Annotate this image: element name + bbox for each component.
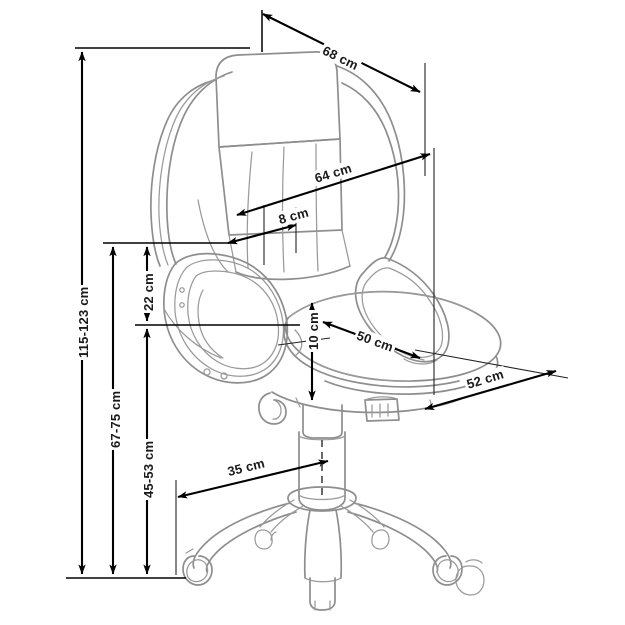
dim-line-backrest-width [236,152,431,217]
ext-line-seat-underside [277,337,331,346]
dim-label-seat-height: 45-53 cm [141,438,156,500]
chair-base [192,486,452,583]
chair-backrest-outer [150,71,233,267]
chair-seat-mechanism [258,391,464,425]
chair-illustration [150,51,502,611]
chair-casters [182,529,485,611]
chair-headrest [215,51,341,148]
chair-backrest-center-panel [218,138,351,273]
chair-left-armrest [163,252,289,384]
dim-line-lumbar-width [227,223,297,245]
chair-gas-cylinder [298,404,346,511]
chair-right-armrest [354,257,450,365]
dim-label-seat-thickness: 10 cm [306,310,321,352]
dim-label-backrest-height: 67-75 cm [108,388,123,450]
dim-line-base-radius [177,459,329,499]
dim-label-total-height: 115-123 cm [76,284,91,360]
dim-line-seat-depth [424,369,557,411]
dim-label-armrest-height: 22 cm [141,271,156,313]
